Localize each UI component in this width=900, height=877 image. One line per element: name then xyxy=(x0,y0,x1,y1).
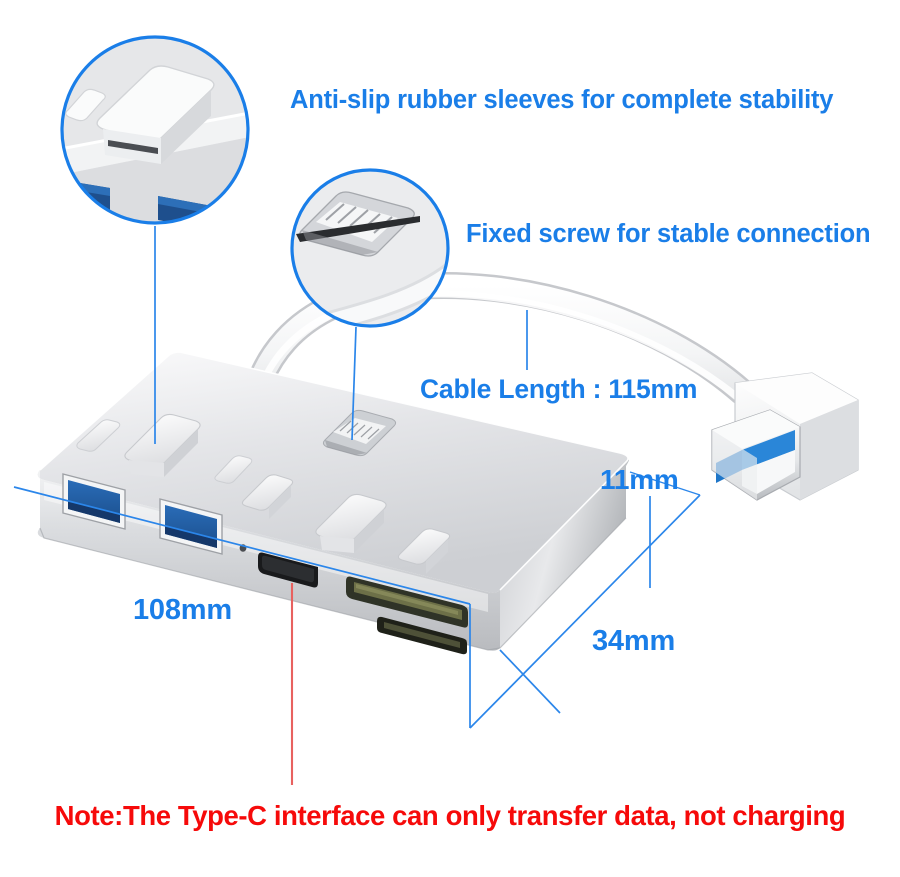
dimension-label-depth: 34mm xyxy=(592,625,676,657)
rubber-sleeves xyxy=(76,413,451,574)
rubber-sleeve-4 xyxy=(397,528,451,574)
dimension-label-height: 11mm xyxy=(600,464,679,495)
leader-screw xyxy=(351,326,357,441)
callout-circle-anti-slip xyxy=(60,35,250,225)
dimension-label-length: 108mm xyxy=(133,594,232,626)
dimension-lines xyxy=(13,471,701,729)
type-c-warning-note: Note:The Type-C interface can only trans… xyxy=(54,800,846,831)
rubber-sleeve-2 xyxy=(241,474,294,519)
callout-label-fixed-screw: Fixed screw for stable connection xyxy=(466,220,871,248)
callout-circle-fixed-screw xyxy=(290,168,450,328)
microsd-card-slot xyxy=(377,616,467,655)
rubber-sleeve-3 xyxy=(315,493,387,553)
usb-a-port-1 xyxy=(62,473,126,530)
callout-label-anti-slip: Anti-slip rubber sleeves for complete st… xyxy=(290,86,834,114)
usb-c-port xyxy=(258,552,318,588)
dim-line-108 xyxy=(13,486,471,605)
usb-a-plug xyxy=(711,372,859,501)
dim-line-34 xyxy=(469,494,701,729)
hub-ports xyxy=(62,473,468,655)
rubber-sleeve-1 xyxy=(124,413,201,477)
spec-label-cable-length: Cable Length : 115mm xyxy=(420,374,698,404)
sd-card-slot xyxy=(346,576,468,628)
fixed-screw-bracket xyxy=(322,409,397,457)
callout-leader-lines xyxy=(154,226,528,444)
